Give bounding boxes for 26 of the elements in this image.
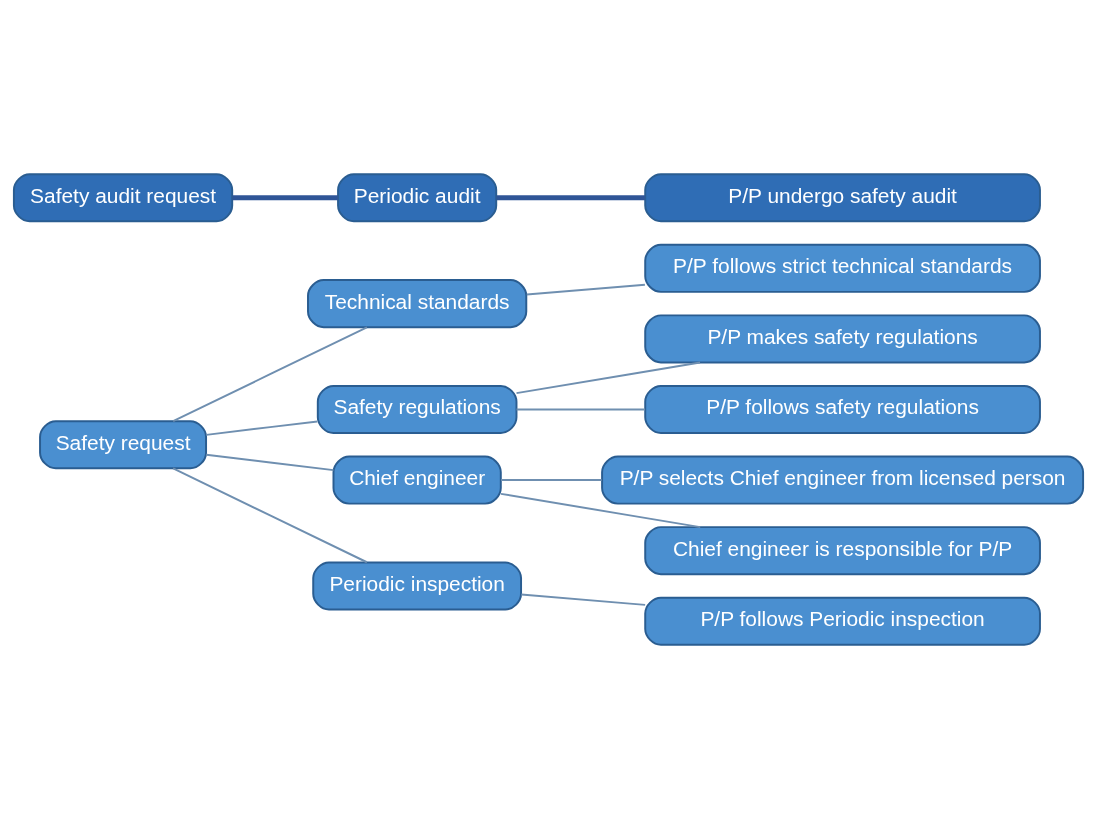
node-box: Periodic inspection	[312, 561, 523, 611]
connector	[496, 195, 645, 201]
node-box: P/P selects Chief engineer from licensed person	[601, 455, 1085, 505]
connector	[500, 492, 702, 529]
node-box: P/P follows Periodic inspection	[644, 596, 1041, 646]
node-box: Periodic audit	[337, 173, 498, 223]
node-box: Chief engineer	[332, 455, 502, 505]
connector	[515, 361, 702, 395]
connector	[172, 326, 368, 423]
node-box: P/P follows strict technical standards	[644, 243, 1041, 293]
node-box: P/P follows safety regulations	[644, 385, 1041, 434]
connector	[520, 593, 647, 606]
node-box: P/P undergo safety audit	[644, 173, 1041, 223]
connector	[232, 195, 338, 201]
connector	[525, 283, 646, 296]
connector	[515, 408, 647, 411]
node-box: Safety request	[39, 420, 208, 470]
node-box: Safety regulations	[316, 385, 518, 434]
connector	[500, 479, 603, 482]
connector	[172, 467, 368, 564]
node-box: Chief engineer is responsible for P/P	[644, 526, 1041, 576]
connector	[205, 420, 319, 436]
node-box: Safety audit request	[12, 173, 234, 223]
node-box: Technical standards	[307, 279, 528, 329]
connector	[205, 453, 335, 472]
node-box: P/P makes safety regulations	[644, 314, 1041, 364]
